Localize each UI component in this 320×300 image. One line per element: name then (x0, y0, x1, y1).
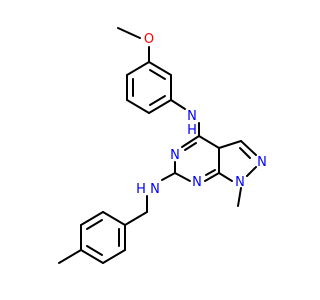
bond-c2-nh (161, 172, 176, 181)
bond-n1-c7a (204, 172, 220, 182)
bond-ring-b-2 (102, 249, 126, 264)
bond-c4-n3 (181, 135, 200, 148)
atom-label-n-amine-top: N (187, 109, 197, 124)
bond-ring-a-inner-2 (149, 95, 166, 106)
bond-ring-b-inner-3 (86, 219, 103, 230)
bond-c3-n2-inner (239, 147, 251, 159)
bond-n1-c7a-inner (205, 169, 216, 176)
atom-label-n3: N (170, 148, 180, 163)
bond-ring-b-inner-2 (86, 245, 103, 256)
bond-ring-b-5 (80, 211, 104, 226)
bond-ring-a-6 (126, 61, 150, 76)
atom-label-h-amine-top: H (187, 123, 197, 138)
atom-label-n1: N (192, 175, 202, 190)
atom-labels: O N H N N N N N H (136, 32, 267, 197)
atom-label-n-amine-bottom: N (150, 182, 160, 197)
bond-ring-b-3 (80, 249, 104, 264)
bond-methyl-o (117, 27, 141, 39)
bond-lines (58, 27, 257, 264)
bond-ring-b-6 (102, 211, 126, 226)
bond-n2-n1p (246, 166, 257, 177)
bond-c3a-c4 (198, 135, 220, 149)
atom-label-n-pyrazole-2: N (257, 155, 267, 170)
bond-ring-a-3 (148, 99, 172, 114)
atom-label-n-pyrazole-1: N (235, 175, 245, 190)
bond-aryl-nh (170, 99, 186, 110)
bond-c2-n1 (174, 172, 191, 182)
atom-label-o-methoxy: O (144, 32, 154, 47)
atom-label-h-amine-bottom: H (136, 182, 146, 197)
bond-ring-a-4 (126, 99, 150, 114)
molecule-structure: O N H N N N N N H (58, 27, 267, 264)
bond-ring-a-inner-1 (149, 69, 166, 80)
bond-aryl-methyl (58, 249, 82, 264)
bond-ring-a-1 (148, 61, 172, 76)
bond-c3-n2 (240, 140, 257, 156)
bond-c4-n3-inner (184, 142, 197, 151)
bond-n1p-methyl (237, 187, 242, 207)
bond-ch2-aryl (124, 211, 148, 226)
bond-n1p-c7a (218, 172, 233, 182)
bond-c3a-c3 (218, 140, 242, 149)
